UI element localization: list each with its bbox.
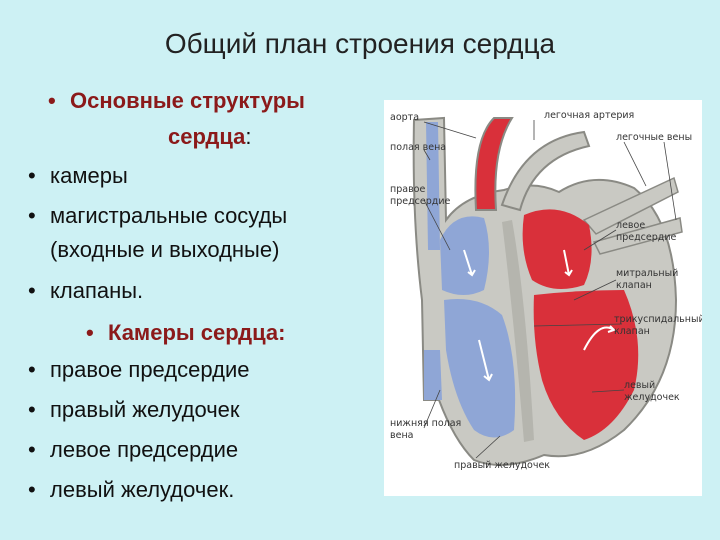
list-item: •правый желудочек [28,397,240,422]
list-item: •магистральные сосуды [28,203,288,228]
heading-heart-chambers: •Камеры сердца: [86,320,286,345]
list-item: •левый желудочек. [28,477,235,502]
heading-main-structures: •Основные структуры [48,88,305,113]
label-tricuspid-valve: трикуспидальный [614,314,702,325]
inferior-vena-cava [424,350,442,400]
flow-arrow-icon [583,325,616,351]
list-item: •правое предсердие [28,357,250,382]
label-inferior-vena-cava: нижняя полая [390,418,461,429]
label-right-ventricle: правый желудочек [454,460,550,471]
label-inferior-vena-cava-2: вена [390,430,413,441]
label-mitral-valve: митральный [616,268,678,279]
left-atrium [522,209,592,289]
label-vena-cava: полая вена [390,142,446,153]
label-right-atrium-2: предсердие [390,196,450,207]
heading-main-structures-line2: сердца: [168,124,252,149]
label-pulmonary-veins: легочные вены [616,132,692,143]
heart-diagram-svg: аорта легочная артерия полая вена легочн… [390,110,702,471]
right-atrium [440,216,489,295]
flow-arrow-icon [463,249,476,277]
label-right-atrium: правое [390,184,425,195]
label-tricuspid-valve-2: клапан [614,326,650,337]
label-left-ventricle: левый [624,380,655,391]
septum [502,220,534,442]
bullet-list: •Основные структуры сердца: •камеры •маг… [28,88,305,502]
label-mitral-valve-2: клапан [616,280,652,291]
heart-diagram: аорта легочная артерия полая вена легочн… [384,100,702,496]
right-ventricle [444,299,516,438]
pulmonary-veins [582,176,683,255]
list-item: •камеры [28,163,128,188]
label-left-atrium: левое [616,220,645,231]
label-aorta: аорта [390,112,419,123]
label-left-ventricle-2: желудочек [624,392,680,403]
label-left-atrium-2: предсердие [616,232,676,243]
list-item-continuation: (входные и выходные) [50,237,280,262]
list-item: •клапаны. [28,278,144,303]
pulmonary-artery [500,130,591,212]
aorta [474,117,514,211]
page-title: Общий план строения сердца [164,28,556,59]
list-item: •левое предсердие [28,437,239,462]
label-pulmonary-artery: легочная артерия [544,110,634,121]
flow-arrow-icon [563,249,573,277]
superior-vena-cava [426,122,440,250]
flow-arrow-icon [478,339,493,382]
